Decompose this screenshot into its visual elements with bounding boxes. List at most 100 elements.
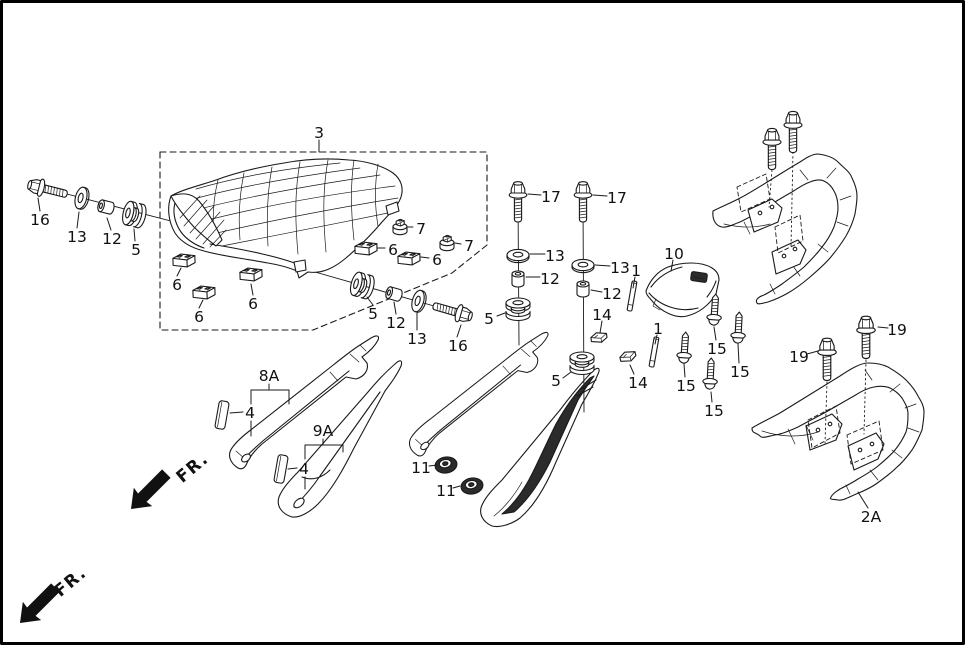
callout-lock-pin-a: 1 [631,262,641,280]
stack-a-washer-part [506,248,530,264]
clip-b-part [618,349,638,364]
front-mount-grommet-part [119,199,149,230]
rear-mount-bolt-part [430,296,475,326]
fr-label-upper: FR. [173,449,213,487]
fr-arrow-upper [121,464,176,519]
callout-seat-cushion-b: 6 [194,308,204,326]
stack-b-grommet-part [569,351,595,376]
callout-seat-cushion-d: 6 [388,241,398,259]
callout-stack-a-bolt: 17 [541,188,561,206]
seat-cushion-e-part [397,251,421,266]
front-mount-washer-part [72,185,92,212]
callout-clip-b: 14 [628,374,648,392]
callout-front-mount-collar: 12 [102,230,122,248]
seat-tab [293,259,307,273]
rear-center-cover-part [645,262,720,318]
upper-rail-mount-boxes [736,173,804,254]
rear-mount-grommet-part [347,270,377,301]
callout-cover-screw-d: 15 [704,402,724,420]
cover-screw-b-part [729,311,748,345]
callout-seat-nut-a: 7 [416,220,426,238]
cover-screw-d-part [701,357,720,391]
stack-b-washer-part [571,258,595,274]
callout-rail-grommet-a: 11 [411,459,431,477]
upper-rail-bolt-a-part [762,127,782,171]
callout-seat-nut-b: 7 [464,237,474,255]
side-cover-9a [277,360,403,518]
callout-cover-screw-c: 15 [676,377,696,395]
callout-stack-b-washer: 13 [610,259,630,277]
rail-strip-a-part [214,399,230,431]
seat-rear-hook [385,201,400,216]
seat-cushion-a-part [172,253,196,268]
stack-b-bolt-part [573,181,593,223]
callout-stack-a-collar: 12 [540,270,560,288]
callout-rail-grommet-b: 11 [436,482,456,500]
rail-grommet-b-part [459,475,485,497]
callout-cover-screw-a: 15 [707,340,727,358]
callout-rail-strip-a: 4 [245,404,255,422]
seat-nut-a-part [392,218,408,236]
callout-rear-mount-grommet: 5 [368,305,378,323]
side-cover-right [480,367,600,528]
clip-a-part [589,330,609,345]
side-rail-8a [229,335,380,470]
side-rail-right [408,331,549,457]
carrier-bolt-a-part [817,337,837,382]
callout-rear-mount-bolt: 16 [448,337,468,355]
callout-rail-strip-b: 4 [299,460,309,478]
cover-screw-c-part [675,331,694,365]
callout-seat-cushion-c: 6 [248,295,258,313]
callout-left-rail-assembly: 8A [259,367,280,385]
rear-mount-washer-part [409,288,429,315]
callout-stack-b-grommet: 5 [551,372,561,390]
callout-front-mount-washer: 13 [67,228,87,246]
leader-lines [37,139,889,509]
seat [168,158,403,279]
seat-cushion-b-part [192,285,216,300]
stack-a-bolt-part [508,181,528,223]
callout-rear-carrier: 2A [861,508,882,526]
callout-stack-a-washer: 13 [545,247,565,265]
carrier-bolt-guides [824,359,867,444]
callout-rear-mount-washer: 13 [407,330,427,348]
callout-carrier-bolt-b: 19 [887,321,907,339]
callout-rear-center-cover: 10 [664,245,684,263]
rear-mount-axis [300,267,449,311]
stack-b-collar-part [576,280,590,298]
callout-seat-cushion-a: 6 [172,276,182,294]
callout-front-mount-grommet: 5 [131,241,141,259]
lock-pin-a-part [626,280,638,312]
stack-b-axis [582,199,585,413]
fr-label-lower: FR. [51,563,91,601]
callout-cover-screw-b: 15 [730,363,750,381]
upper-rail-bolt-guides [768,151,794,248]
brand-decal [690,271,708,283]
callout-seat-cushion-e: 6 [432,251,442,269]
upper-rail-bolt-b-part [783,110,803,154]
lock-pin-b-part [648,336,660,368]
assembly-brackets [250,383,344,490]
callout-stack-a-grommet: 5 [484,310,494,328]
callout-left-cover-assembly: 9A [313,422,334,440]
rail-strip-b-part [273,453,289,485]
callout-rear-mount-collar: 12 [386,314,406,332]
grab-rail-upper [712,153,858,305]
callout-carrier-bolt-a: 19 [789,348,809,366]
front-mount-bolt-part [25,175,70,204]
seat-cushion-c-part [239,267,263,282]
callout-seat-assembly: 3 [314,124,324,142]
callout-stack-b-collar: 12 [602,285,622,303]
front-mount-collar-part [96,198,116,216]
grab-rail-2a [751,362,925,501]
carrier-bolt-b-part [856,315,876,360]
stack-a-collar-part [511,270,525,288]
seat-front-bracket [170,193,223,247]
callout-stack-b-bolt: 17 [607,189,627,207]
carrier-mount-boxes [807,405,884,465]
seat-assembly-dashed-box [159,151,488,331]
callout-clip-a: 14 [592,306,612,324]
